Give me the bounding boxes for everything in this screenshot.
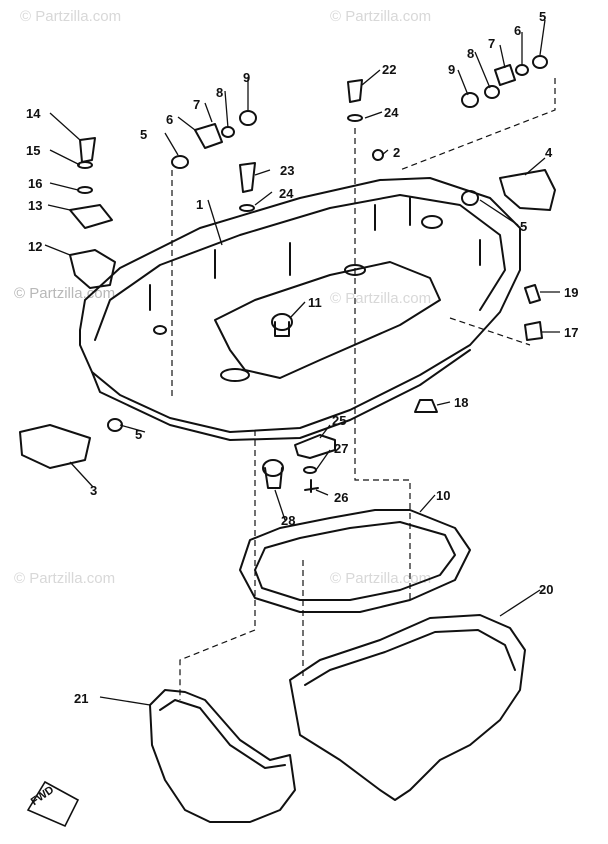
seal [239,509,471,613]
callout-13: 13 [28,198,43,213]
callout-5: 5 [140,127,148,142]
callout-9: 9 [448,62,456,77]
callout-6: 6 [514,23,522,38]
callout-2: 2 [393,145,401,160]
callout-18: 18 [454,395,469,410]
watermark: © Partzilla.com [14,570,116,587]
callout-19: 19 [564,285,579,300]
watermark: © Partzilla.com [330,8,432,25]
apron-left [149,689,296,823]
callout-10: 10 [436,488,451,503]
callout-4: 4 [545,145,553,160]
callout-15: 15 [26,143,41,158]
forward-arrow [26,780,80,828]
callout-7: 7 [488,36,496,51]
callout-26: 26 [334,490,349,505]
callout-5: 5 [520,219,528,234]
callout-24: 24 [279,186,294,201]
watermark: © Partzilla.com [330,570,432,587]
callout-25: 25 [332,413,347,428]
callout-16: 16 [28,176,43,191]
callout-24: 24 [384,105,399,120]
watermark: © Partzilla.com [14,285,116,302]
callout-12: 12 [28,239,43,254]
callout-21: 21 [74,691,89,706]
callout-23: 23 [280,163,295,178]
watermark: © Partzilla.com [20,8,122,25]
callout-1: 1 [196,197,204,212]
callout-20: 20 [539,582,554,597]
callout-8: 8 [216,85,224,100]
callout-14: 14 [26,106,41,121]
callout-11: 11 [308,295,322,310]
bottom-cowling [79,177,521,433]
callout-7: 7 [193,97,201,112]
callout-28: 28 [281,513,296,528]
apron-right [289,614,526,801]
callout-17: 17 [564,325,579,340]
callout-5: 5 [539,9,547,24]
callout-8: 8 [467,46,475,61]
callout-27: 27 [334,441,349,456]
callout-22: 22 [382,62,397,77]
callout-9: 9 [243,70,251,85]
callout-3: 3 [90,483,98,498]
callout-5: 5 [135,427,143,442]
callout-6: 6 [166,112,174,127]
